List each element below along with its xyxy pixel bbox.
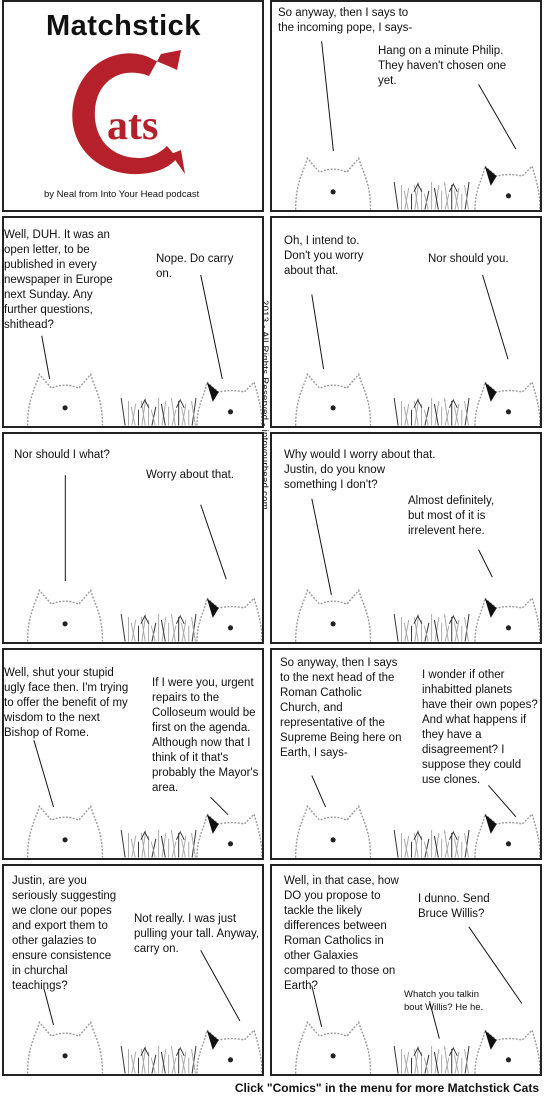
comic-panel-10: Well, in that case, how DO you propose t… [270, 864, 542, 1076]
cats-row [26, 372, 262, 426]
speech-text: Not really. I was just pulling your tall… [134, 913, 260, 955]
speech-line [311, 985, 323, 1028]
speech-text: Almost definitely, but most of it is irr… [408, 495, 495, 537]
speech-line [200, 274, 223, 380]
hidden-cat-in-grass [120, 829, 197, 858]
speech-lines [311, 926, 523, 1039]
speech-text: I wonder if other inhabitted planets hav… [422, 669, 538, 786]
speech-line [200, 950, 241, 1022]
title-panel: Matchstick ats by Neal from Into Your He… [2, 0, 264, 212]
cat-face [26, 588, 104, 642]
cats-row [294, 156, 540, 210]
comic-panel-3: Well, DUH. It was an open letter, to be … [2, 216, 264, 428]
cat-face [26, 804, 104, 858]
speech-line [41, 335, 51, 379]
comic-title: Matchstick [46, 10, 201, 42]
cat-face [294, 588, 372, 642]
comic-panel-6: Why would I worry about that. Justin, do… [270, 432, 542, 644]
footer-link[interactable]: Click "Comics" in the menu for more Matc… [234, 1081, 539, 1095]
speech-lines [311, 498, 493, 596]
cats-logo: ats [72, 50, 185, 175]
speech-line [488, 785, 517, 818]
hidden-cat-in-grass [393, 397, 470, 426]
speech-line [311, 294, 325, 370]
cats-row [294, 804, 540, 858]
cats-row [26, 1020, 262, 1074]
speech-text: Well, in that case, how DO you propose t… [284, 875, 399, 992]
speech-text: Justin, are you seriously suggesting we … [12, 875, 117, 992]
cat-face [294, 372, 372, 426]
hidden-cat-in-grass [120, 397, 197, 426]
cat-face [474, 812, 540, 858]
comic-panel-5: Nor should I what? Worry about that. [2, 432, 264, 644]
speech-text: Whatch you talkin bout Willis? He he. [404, 989, 484, 1013]
speech-text: I dunno. Send Bruce Willis? [418, 893, 490, 920]
cats-row [26, 588, 262, 642]
speech-text: Well, DUH. It was an open letter, to be … [4, 229, 113, 331]
cat-face [474, 164, 540, 210]
speech-lines [311, 775, 517, 818]
cats-row [294, 372, 540, 426]
cats-row [294, 588, 540, 642]
speech-line [482, 274, 509, 360]
speech-lines [321, 41, 517, 152]
comic-panel-2: So anyway, then I says to the incoming p… [270, 0, 542, 212]
hidden-cat-in-grass [120, 613, 197, 642]
speech-lines [43, 950, 241, 1026]
speech-line [33, 740, 54, 808]
cat-face [196, 812, 262, 858]
hidden-cat-in-grass [393, 1045, 470, 1074]
comic-panel-4: Oh, I intend to. Don't you worry about t… [270, 216, 542, 428]
speech-text: Hang on a minute Philip. They haven't ch… [378, 45, 507, 87]
byline: by Neal from Into Your Head podcast [44, 189, 200, 200]
speech-text: Nor should you. [428, 253, 509, 265]
cat-face [196, 380, 262, 426]
speech-text: Nor should I what? [14, 449, 110, 461]
cat-face [474, 1028, 540, 1074]
speech-text: Nope. Do carry on. [156, 253, 234, 280]
cat-face [196, 596, 262, 642]
cat-face [294, 1020, 372, 1074]
speech-text: Well, shut your stupid ugly face then. I… [4, 667, 129, 739]
comic-panel-8: So anyway, then I says to the next head … [270, 648, 542, 860]
speech-text: Why would I worry about that. Justin, do… [284, 449, 436, 491]
speech-text: So anyway, then I says to the incoming p… [278, 7, 413, 34]
speech-line [43, 987, 55, 1026]
comic-panel-7: Well, shut your stupid ugly face then. I… [2, 648, 264, 860]
speech-line [429, 1001, 440, 1039]
speech-line [478, 84, 517, 150]
speech-lines [311, 274, 509, 370]
cat-face [26, 1020, 104, 1074]
speech-line [468, 926, 523, 1004]
cat-face [474, 380, 540, 426]
cat-face [294, 156, 372, 210]
speech-text: So anyway, then I says to the next head … [280, 657, 402, 759]
speech-line [210, 796, 229, 816]
speech-lines [41, 274, 223, 380]
svg-text:ats: ats [107, 103, 158, 149]
comic-panel-9: Justin, are you seriously suggesting we … [2, 864, 264, 1076]
hidden-cat-in-grass [393, 613, 470, 642]
speech-lines [64, 475, 227, 582]
speech-line [200, 504, 227, 580]
cat-face [294, 804, 372, 858]
cat-face [26, 372, 104, 426]
hidden-cat-in-grass [120, 1045, 197, 1074]
speech-lines [33, 740, 229, 816]
cat-face [196, 1028, 262, 1074]
speech-text: If I were you, urgent repairs to the Col… [152, 677, 259, 794]
speech-text: Worry about that. [146, 469, 234, 481]
hidden-cat-in-grass [393, 181, 470, 210]
cats-row [294, 1020, 540, 1074]
speech-line [311, 498, 332, 596]
speech-text: Oh, I intend to. Don't you worry about t… [284, 235, 364, 277]
cats-row [26, 804, 262, 858]
speech-line [311, 775, 326, 808]
cat-face [474, 596, 540, 642]
speech-line [478, 549, 493, 578]
speech-line [321, 41, 334, 152]
hidden-cat-in-grass [393, 829, 470, 858]
